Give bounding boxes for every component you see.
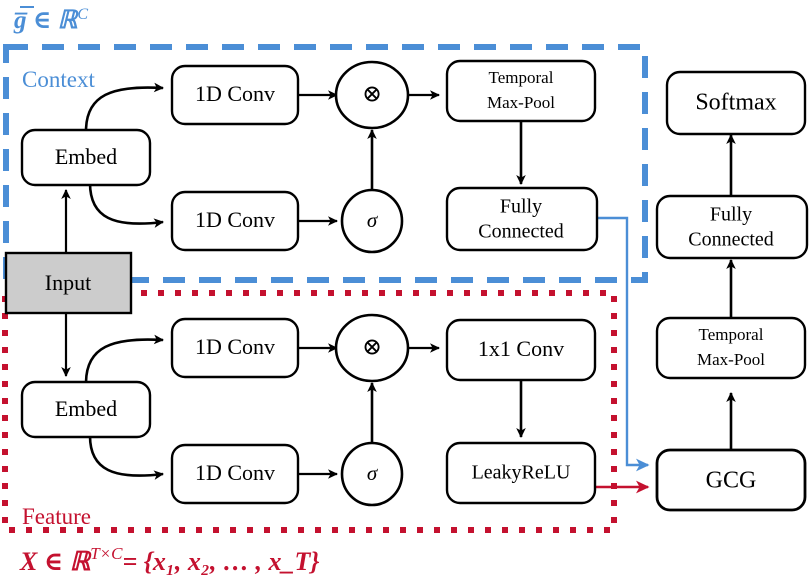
node-softmax[interactable]: Softmax <box>665 70 807 136</box>
node-context-multiply[interactable]: ⊗ <box>334 60 410 130</box>
node-context-embed[interactable]: Embed <box>20 128 152 187</box>
formula-bottom-lhs: X ∈ ℝ <box>19 547 93 576</box>
node-out-temporal-maxpool[interactable]: Temporal Max-Pool <box>655 316 807 380</box>
node-feature-leakyrelu[interactable]: LeakyReLU <box>445 441 597 505</box>
node-context-embed-label: Embed <box>55 144 117 169</box>
arrow-context-embed-to-conv-bot <box>88 182 164 228</box>
node-context-temporal-maxpool[interactable]: Temporal Max-Pool <box>445 59 597 123</box>
node-context-sigmoid[interactable]: σ <box>340 188 404 254</box>
node-context-conv-top-label: 1D Conv <box>195 81 275 106</box>
node-feature-multiply-label: ⊗ <box>362 335 382 361</box>
svg-text:g̅ ∈ ℝC: g̅ ∈ ℝC <box>13 6 88 34</box>
group-label-context: Context <box>22 67 95 92</box>
arrow-context-fc-to-gcg <box>597 216 650 472</box>
node-out-fully-connected[interactable]: Fully Connected <box>655 194 809 260</box>
arrow-context-embed-to-conv-top <box>84 82 164 132</box>
node-context-fully-connected[interactable]: Fully Connected <box>445 186 599 252</box>
node-context-sigmoid-label: σ <box>367 208 379 232</box>
group-label-feature: Feature <box>22 504 91 529</box>
node-feature-conv-bot-label: 1D Conv <box>195 460 275 485</box>
node-context-maxpool-line1: Temporal <box>489 68 554 87</box>
node-context-maxpool-line2: Max-Pool <box>487 93 555 112</box>
node-feature-conv-bot[interactable]: 1D Conv <box>170 443 300 505</box>
node-out-fc-line2: Connected <box>688 229 774 251</box>
formula-context-output: g̅ ∈ ℝC <box>13 6 88 34</box>
node-feature-conv-top-label: 1D Conv <box>195 334 275 359</box>
node-softmax-label: Softmax <box>695 90 776 116</box>
node-context-conv-bot-label: 1D Conv <box>195 207 275 232</box>
node-gcg[interactable]: GCG <box>655 448 807 512</box>
node-gcg-label: GCG <box>706 468 757 494</box>
node-context-fc-line2: Connected <box>478 221 564 243</box>
node-feature-embed-label: Embed <box>55 396 117 421</box>
node-feature-sigmoid[interactable]: σ <box>340 441 404 507</box>
node-feature-1x1conv-label: 1x1 Conv <box>478 336 564 361</box>
arrow-feature-embed-to-conv-top <box>84 334 164 384</box>
node-input[interactable]: Input <box>4 251 133 315</box>
arrow-feature-embed-to-conv-bot <box>88 435 164 480</box>
formula-feature-input: X ∈ ℝT×C= {x₁, x₂, … , x_T} <box>19 544 319 576</box>
node-feature-leakyrelu-label: LeakyReLU <box>472 462 571 484</box>
node-feature-sigmoid-label: σ <box>367 461 379 485</box>
group-context-box <box>3 44 648 283</box>
node-feature-multiply[interactable]: ⊗ <box>334 313 410 383</box>
formula-bottom-superscript: T×C <box>90 544 123 563</box>
formula-top-gbar: g̅ ∈ ℝ <box>13 7 80 34</box>
formula-top-superscript: C <box>77 6 88 23</box>
node-input-label: Input <box>45 270 91 295</box>
node-out-maxpool-line1: Temporal <box>699 325 764 344</box>
node-context-multiply-label: ⊗ <box>362 82 382 108</box>
node-context-fc-line1: Fully <box>500 196 542 218</box>
node-out-fc-line1: Fully <box>710 204 752 226</box>
node-out-maxpool-line2: Max-Pool <box>697 350 765 369</box>
node-context-conv-top[interactable]: 1D Conv <box>170 64 300 126</box>
node-feature-embed[interactable]: Embed <box>20 380 152 439</box>
node-feature-1x1-conv[interactable]: 1x1 Conv <box>445 318 597 382</box>
node-context-conv-bot[interactable]: 1D Conv <box>170 190 300 252</box>
formula-bottom-rhs: = {x₁, x₂, … , x_T} <box>122 547 319 576</box>
node-feature-conv-top[interactable]: 1D Conv <box>170 317 300 379</box>
svg-text:X ∈ ℝT×C= {x₁, x₂, … , x_T}: X ∈ ℝT×C= {x₁, x₂, … , x_T} <box>19 544 319 576</box>
